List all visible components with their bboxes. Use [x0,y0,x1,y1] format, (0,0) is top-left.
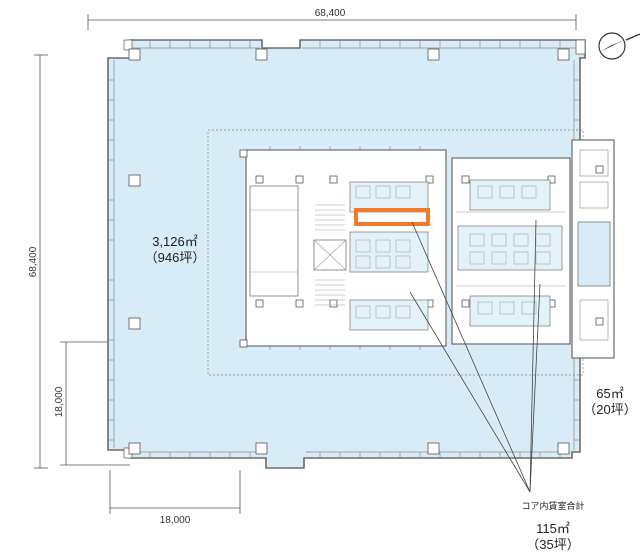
north-arrow-icon [598,32,640,60]
core [239,146,571,350]
core-rental-tsubo: （35坪） [526,537,579,552]
left-dimension: 68,400 [28,54,48,469]
top-dimension: 68,400 [87,8,577,30]
bottom-bay-label: 18,000 [160,515,191,526]
side-room-label: 65㎡ （20坪） [583,386,636,417]
left-bay-label: 18,000 [54,386,65,417]
bottom-bay-dimension: 18,000 [109,470,241,526]
office-area-m2: 3,126㎡ [152,234,198,249]
office-area-tsubo: （946坪） [145,250,206,265]
highlighted-room [354,208,430,226]
office-area-label: 3,126㎡ （946坪） [145,234,206,265]
side-room-tsubo: （20坪） [583,402,636,417]
side-room-m2: 65㎡ [596,386,623,401]
top-width-label: 68,400 [315,8,346,19]
core-rental-m2: 115㎡ [536,521,570,536]
side-room [571,139,615,359]
core-rental-caption: コア内賃室合計 [521,500,584,511]
left-height-label: 68,400 [28,246,39,277]
core-rental-label: コア内賃室合計 115㎡ （35坪） [521,500,584,552]
columns [128,48,570,455]
leader-lines [409,219,541,493]
